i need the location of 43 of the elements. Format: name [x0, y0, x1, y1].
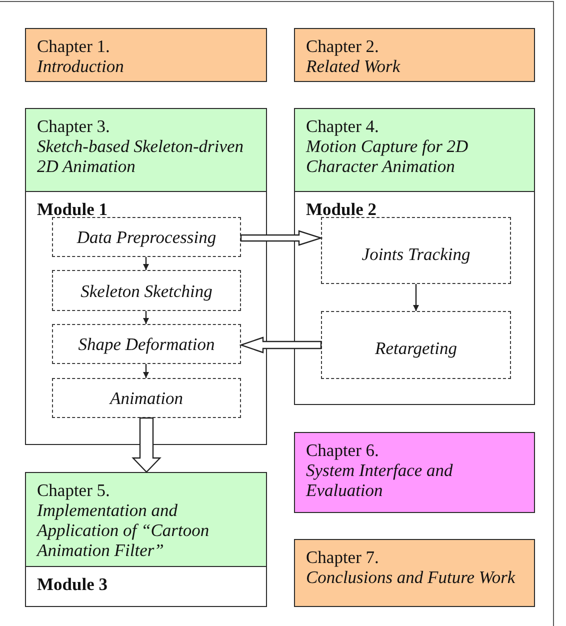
module-label: Module 1 — [37, 199, 108, 219]
block-arrow — [239, 336, 322, 354]
chapter-number: Chapter 6. — [306, 440, 379, 460]
chapter-box — [294, 108, 535, 405]
chapter-title: Implementation and Application of “Cartoon Animation Filter” — [37, 500, 210, 560]
chapter-box — [25, 472, 267, 607]
chapter-number: Chapter 1. — [37, 36, 110, 56]
chapter-box — [294, 432, 535, 513]
chapter-title: Conclusions and Future Work — [306, 567, 516, 587]
module-label: Module 3 — [37, 574, 108, 594]
step-label: Joints Tracking — [362, 244, 470, 264]
step-label: Skeleton Sketching — [80, 280, 212, 300]
block-arrow — [132, 417, 162, 473]
chapter-title: Related Work — [306, 56, 400, 76]
module-label: Module 2 — [306, 199, 376, 219]
chapter-title: Introduction — [37, 56, 124, 76]
step-label: Shape Deformation — [78, 334, 215, 354]
step-label: Animation — [110, 388, 183, 408]
chapter-number: Chapter 7. — [306, 547, 379, 567]
arrow — [413, 284, 419, 311]
chapter-number: Chapter 4. — [306, 116, 379, 136]
step-box — [321, 217, 511, 284]
step-box — [52, 270, 241, 311]
chapter-box — [25, 28, 267, 82]
arrow — [143, 311, 149, 324]
step-box — [52, 378, 241, 418]
arrow — [143, 364, 149, 378]
block-arrow — [240, 230, 323, 246]
chapter-title: System Interface and Evaluation — [306, 460, 454, 500]
step-box — [52, 217, 241, 257]
arrow — [143, 257, 149, 270]
step-label: Data Preprocessing — [76, 227, 216, 247]
step-label: Retargeting — [375, 338, 457, 358]
chapter-number: Chapter 3. — [37, 116, 110, 136]
chapter-number: Chapter 5. — [37, 480, 110, 500]
step-box — [321, 311, 511, 379]
chapter-number: Chapter 2. — [306, 36, 379, 56]
chapter-box — [25, 108, 267, 445]
chapter-title: Motion Capture for 2D Character Animation — [306, 136, 470, 176]
step-box — [52, 324, 241, 364]
chapter-box — [294, 539, 535, 607]
chapter-title: Sketch-based Skeleton-driven 2D Animation — [37, 136, 245, 176]
chapter-box — [294, 28, 535, 82]
